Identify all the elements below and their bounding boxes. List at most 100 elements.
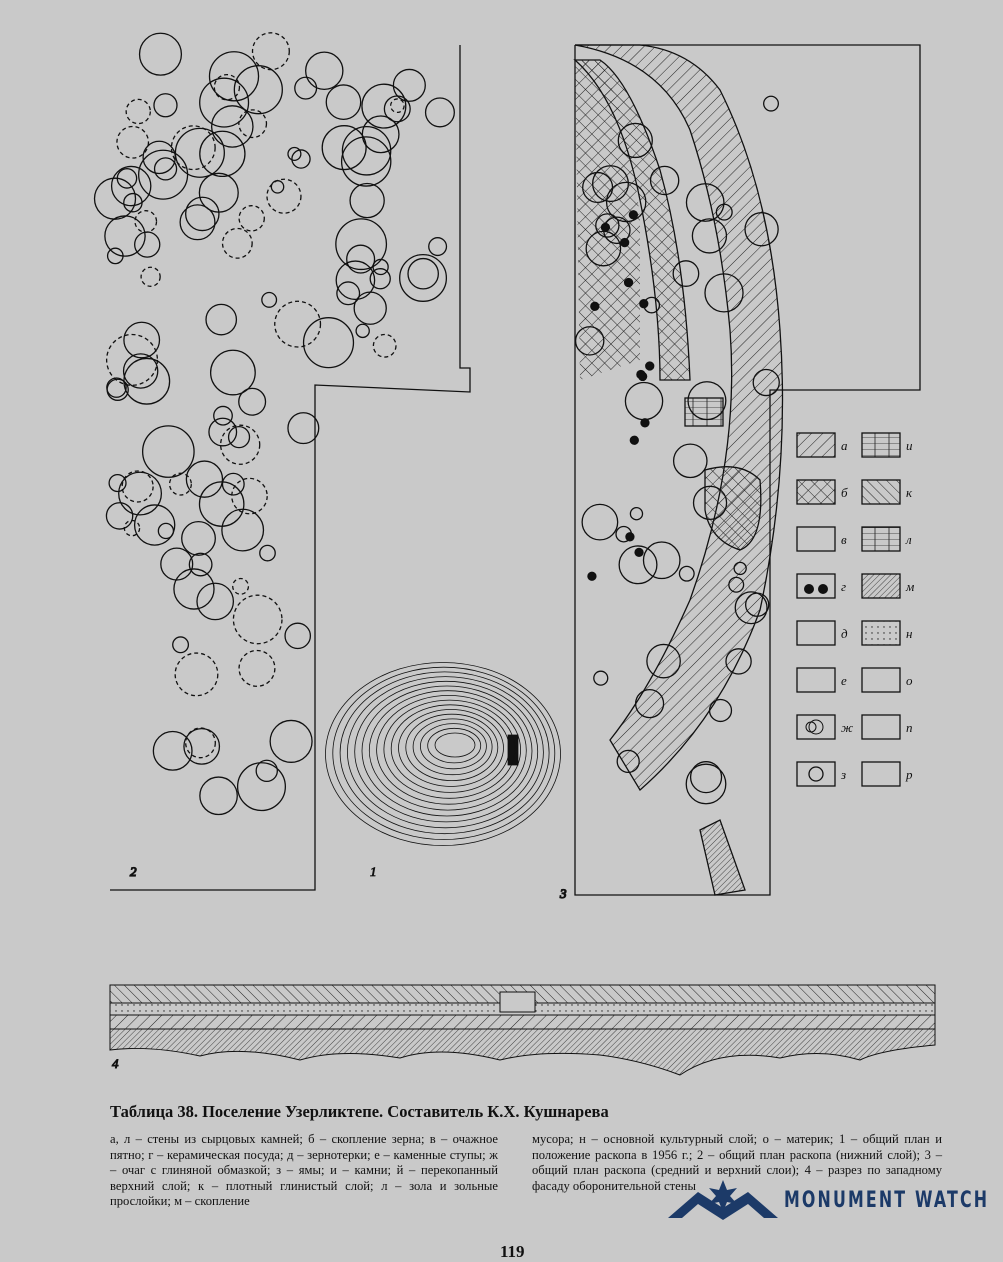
contour-line	[325, 662, 561, 846]
pit-circle	[369, 268, 391, 290]
pit-circle	[287, 412, 320, 445]
pit-circle	[428, 237, 448, 257]
pit-circle	[123, 321, 161, 359]
pit-circle	[160, 547, 194, 581]
contour-line	[368, 690, 527, 811]
pit-circle	[361, 83, 407, 129]
pit-circle	[353, 291, 387, 325]
pit-circle	[270, 180, 285, 194]
pit-circle	[174, 127, 225, 178]
pit-circle	[153, 157, 178, 181]
pit-circle	[399, 253, 448, 302]
pit-circle	[116, 125, 150, 159]
pit-circle	[134, 231, 161, 258]
legend-key: б	[841, 485, 848, 500]
pot-mark	[628, 210, 639, 220]
contour-line	[383, 699, 516, 799]
pot-mark	[637, 371, 648, 382]
pit-circle	[629, 506, 644, 521]
contour-line	[376, 694, 522, 805]
pit-circle	[236, 762, 287, 812]
contour-line	[412, 718, 493, 776]
pit-circle	[219, 424, 261, 465]
pit-circle	[185, 196, 220, 232]
pit-circle	[142, 140, 176, 175]
pit-circle	[728, 576, 745, 593]
legend-key: п	[906, 720, 913, 735]
plan-label-4: 4	[112, 1056, 119, 1071]
pit-circle	[685, 183, 725, 222]
legend-item-circles-v: о	[861, 667, 913, 693]
watermark-text: MONUMENT WATCH	[784, 1187, 990, 1213]
pit-circle	[341, 125, 392, 176]
pit-circle	[233, 65, 283, 115]
pit-circle	[172, 636, 190, 654]
legend-item-pots: г	[796, 573, 846, 599]
legend-key: е	[841, 673, 847, 688]
pit-circle	[715, 203, 733, 221]
pit-circle	[335, 218, 388, 271]
pot-mark	[623, 277, 634, 288]
pit-circle	[232, 577, 250, 595]
pit-circle	[221, 508, 265, 552]
watermark: MONUMENT WATCH	[668, 1178, 1003, 1222]
plan-label-3: 3	[559, 886, 567, 901]
pit-circle	[672, 260, 700, 287]
pit-circle	[231, 477, 268, 515]
pit-circle	[389, 98, 405, 114]
pit-circle	[153, 93, 178, 118]
pit-circle	[238, 109, 268, 139]
pit-circle	[649, 165, 680, 196]
contour-line	[332, 666, 556, 841]
pit-circle	[121, 470, 154, 503]
pit-circle	[199, 130, 246, 178]
legend-key: и	[906, 438, 913, 453]
pit-circle	[346, 244, 376, 274]
legend-item-dashes: в	[796, 526, 847, 552]
pit-circle	[691, 218, 728, 254]
pit-circle	[305, 51, 344, 91]
pit-circle	[140, 266, 161, 287]
pit-circle	[287, 146, 302, 161]
pit-circle	[689, 761, 723, 794]
plan-1-topography: 1	[325, 662, 561, 879]
legend-item-mortars: е	[796, 667, 847, 693]
pit-circle	[213, 405, 233, 426]
pit-circle	[336, 281, 361, 306]
legend-key: з	[840, 767, 846, 782]
pit-circle	[104, 215, 146, 257]
pit-circle	[302, 317, 355, 369]
pit-circle	[269, 719, 313, 763]
pit-circle	[704, 273, 744, 313]
pit-circle	[93, 177, 137, 220]
pit-circle	[209, 349, 256, 396]
pit-circle	[618, 545, 658, 585]
plan-label-2: 2	[130, 864, 137, 879]
pit-circle	[321, 125, 367, 171]
pit-circle	[634, 688, 665, 719]
pit-circle	[123, 192, 143, 213]
pit-circle	[261, 291, 278, 308]
pit-circle	[592, 165, 629, 203]
legend-key: о	[906, 673, 913, 688]
pit-circle	[110, 165, 152, 207]
pit-circle	[198, 481, 245, 527]
pit-circle	[617, 122, 653, 159]
pit-circle	[259, 544, 276, 562]
pit-circle	[170, 125, 216, 171]
pot-mark	[625, 532, 635, 542]
pit-circle	[133, 504, 176, 546]
pit-circle	[198, 172, 239, 213]
pit-circle	[221, 227, 253, 259]
legend-key: а	[841, 438, 848, 453]
legend-item-pit: з	[796, 761, 846, 787]
pit-circle	[238, 387, 267, 416]
pit-circle	[123, 519, 141, 537]
pit-circle	[708, 698, 733, 723]
pit-circle	[152, 730, 193, 771]
plate-title: Таблица 38. Поселение Узерликтепе. Соста…	[110, 1102, 609, 1121]
pit-circle	[646, 643, 681, 679]
pot-mark	[640, 418, 650, 428]
